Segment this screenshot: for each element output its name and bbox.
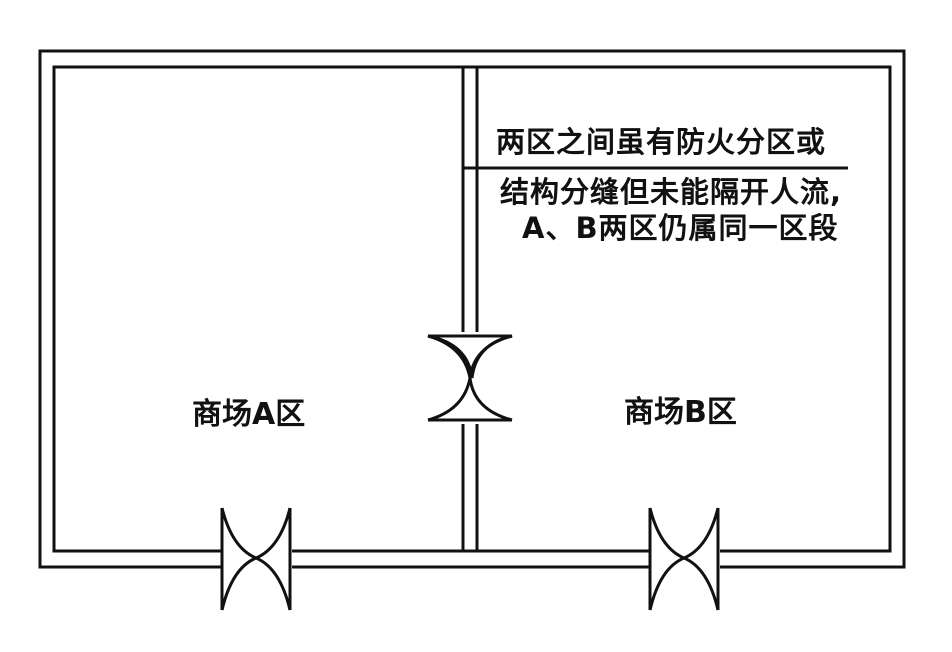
outer-wall-outer-line bbox=[38, 49, 906, 569]
outer-wall-inner-line bbox=[52, 65, 892, 553]
door-zone-a-icon bbox=[220, 507, 292, 611]
door-partition-icon bbox=[427, 332, 513, 424]
note-line-2: 结构分缝但未能隔开人流, bbox=[500, 175, 843, 209]
note-line-3: A、B两区仍属同一区段 bbox=[522, 211, 839, 245]
note-line-1: 两区之间虽有防火分区或 bbox=[496, 125, 827, 159]
door-zone-b-icon bbox=[648, 507, 720, 611]
zone-b-label: 商场B区 bbox=[624, 395, 737, 430]
zone-a-label: 商场A区 bbox=[192, 397, 306, 432]
